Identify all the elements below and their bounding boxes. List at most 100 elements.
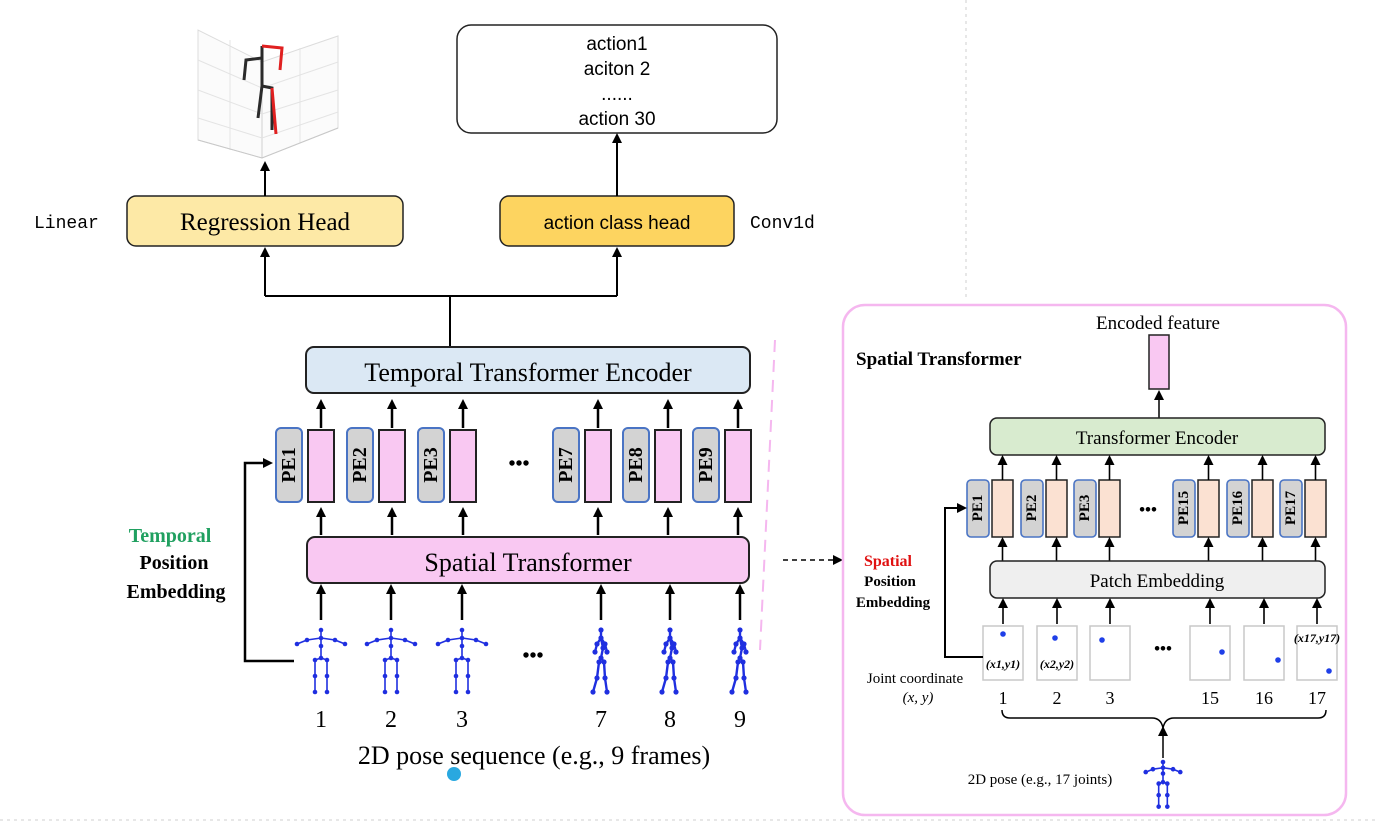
skeleton-joint <box>342 641 348 647</box>
temporal-token-box <box>724 429 752 503</box>
temporal-token-box <box>378 429 406 503</box>
spatial-token-ellipsis: ••• <box>1139 500 1157 519</box>
joint-coordinate-xy: (x, y) <box>903 690 934 706</box>
skeleton-bone <box>461 637 477 641</box>
conv1d-label: Conv1d <box>750 214 815 234</box>
skeleton-joint <box>388 635 394 641</box>
skeleton-joint <box>435 641 441 647</box>
skeleton-joint <box>459 627 465 633</box>
skeleton-bone <box>741 661 746 679</box>
skeleton-joint <box>673 649 679 655</box>
skeleton-joint <box>364 641 370 647</box>
action-output-label-2: aciton 2 <box>584 59 651 80</box>
skeleton-joint <box>1170 766 1176 772</box>
skeleton-bone <box>390 637 406 641</box>
temporal-pe-label: PE1 <box>278 447 300 483</box>
spatial-transformer-box <box>306 536 750 584</box>
skeleton-joint <box>667 627 673 633</box>
skeleton-joint <box>294 641 300 647</box>
spatial-pe-label: PE16 <box>1230 490 1246 525</box>
skeleton-joint <box>671 641 677 647</box>
linear-label: Linear <box>34 214 99 234</box>
skeleton-joint <box>1165 804 1170 809</box>
skeleton-joint <box>318 655 324 661</box>
action-output-label-3: ...... <box>601 84 633 105</box>
joint-number: 3 <box>1106 688 1115 708</box>
skeleton-joint <box>318 643 324 649</box>
temporal-transformer-encoder-label: Temporal Transformer Encoder <box>364 358 692 387</box>
joint-point <box>1099 637 1105 643</box>
joint-coordinate-text: (x2,y2) <box>1040 657 1074 671</box>
skeleton-joint <box>324 689 330 695</box>
temporal-pe-label: PE3 <box>420 447 442 483</box>
skeleton-joint <box>453 673 459 679</box>
temporal-pe-box <box>692 427 720 503</box>
frame-number: 8 <box>664 707 676 733</box>
joint-point <box>1052 635 1058 641</box>
skeleton-joint <box>598 627 604 633</box>
temporal-embedding-word-1: Temporal <box>129 525 212 547</box>
skeleton-joint <box>735 659 741 665</box>
patch-embedding-box <box>989 560 1326 599</box>
skeleton-joint <box>670 659 676 665</box>
temporal-token-box <box>449 429 477 503</box>
skeleton-joint <box>402 637 408 643</box>
transformer-encoder-label: Transformer Encoder <box>1076 428 1239 449</box>
pink-dashed-separator <box>759 339 776 651</box>
temporal-pe-label: PE7 <box>555 447 577 483</box>
single-2d-pose-skeleton <box>1143 759 1183 809</box>
skeleton-joint <box>453 657 459 663</box>
skeleton-joint <box>733 675 739 681</box>
joint-point <box>1219 649 1225 655</box>
spatial-pe-box <box>1279 479 1303 538</box>
skeleton-joint <box>324 673 330 679</box>
cursor-dot <box>447 767 461 781</box>
skeleton-joint <box>465 657 471 663</box>
skeleton-bone <box>595 661 601 679</box>
skeleton-joint <box>324 657 330 663</box>
skeleton-joint <box>739 645 745 651</box>
spatial-token-box <box>1045 479 1068 538</box>
skeleton-joint <box>731 649 737 655</box>
temporal-embedding-word-3: Embedding <box>127 581 226 603</box>
temporal-transformer-encoder-box <box>305 346 751 394</box>
skeleton-joint <box>737 655 743 661</box>
regression-head-label: Regression Head <box>180 209 351 236</box>
joint-coordinate-text: (x17,y17) <box>1294 631 1340 645</box>
transformer-encoder-box <box>989 417 1326 456</box>
skeleton-joint <box>667 635 673 641</box>
skeleton-joint <box>743 649 749 655</box>
skeleton-joint <box>729 689 735 695</box>
skeleton-joint <box>459 643 465 649</box>
skeleton-joint <box>598 655 604 661</box>
skeleton-joint <box>382 657 388 663</box>
skeleton-joint <box>388 643 394 649</box>
joint-coordinate-text: (x1,y1) <box>986 657 1020 671</box>
frame-number: 7 <box>595 707 607 733</box>
skeleton-joint <box>669 645 675 651</box>
skeleton-joint <box>394 673 400 679</box>
temporal-pe-box <box>275 427 303 503</box>
skeleton-joint <box>1150 766 1156 772</box>
joint-point <box>1275 657 1281 663</box>
skeleton-bone <box>602 661 607 679</box>
skeleton-joint <box>1160 759 1166 765</box>
skeleton-joint <box>1160 779 1166 785</box>
joint-coordinate-box <box>1036 625 1078 681</box>
spatial-panel-title: Spatial Transformer <box>856 349 1022 370</box>
skeleton-joint <box>382 673 388 679</box>
skeleton-joint <box>1165 792 1170 798</box>
frame-number: 2 <box>385 707 397 733</box>
skeleton-joint <box>741 675 747 681</box>
skeleton-joint <box>604 649 610 655</box>
spatial-pe-box <box>1020 479 1044 538</box>
skeleton-bone <box>734 661 740 679</box>
skeleton-joint <box>318 627 324 633</box>
skeleton-joint <box>483 641 489 647</box>
skeleton-joint <box>382 689 388 695</box>
temporal-token-box <box>307 429 335 503</box>
joint-coordinate-label: Joint coordinate <box>867 671 964 687</box>
skeleton-joint <box>601 659 607 665</box>
